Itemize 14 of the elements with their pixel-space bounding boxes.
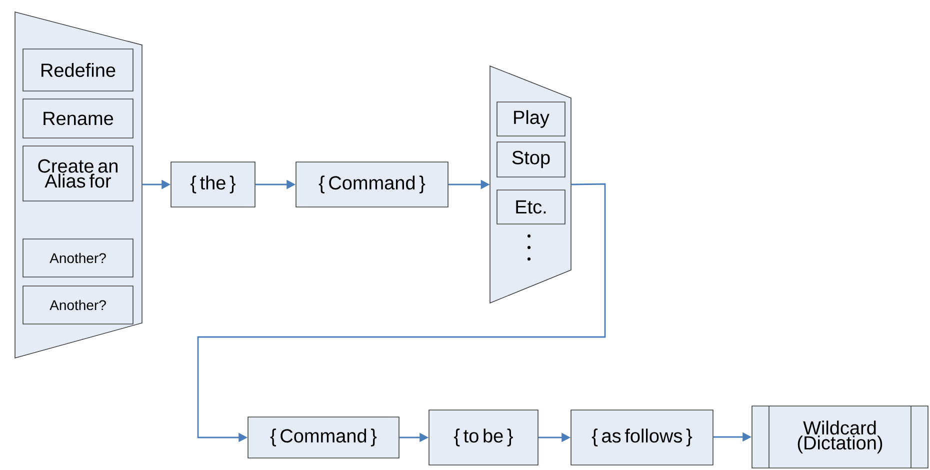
process-box: Rename [22,98,134,138]
process-box: Redefine [22,48,134,92]
process-box: Etc. [496,190,566,224]
process-box: Create an Alias for [22,146,134,202]
process-box: { to be } [428,410,538,466]
process-box: Another? [22,286,134,324]
process-box: Play [496,102,566,136]
predefined-process-box: Wildcard (Dictation) [752,406,928,468]
process-box: Another? [22,238,134,278]
process-box: { the } [170,162,256,208]
process-box: { Command } [248,416,400,458]
process-box: Stop [496,142,566,178]
process-box: { as follows } [570,410,714,466]
process-box: { Command } [296,162,448,208]
